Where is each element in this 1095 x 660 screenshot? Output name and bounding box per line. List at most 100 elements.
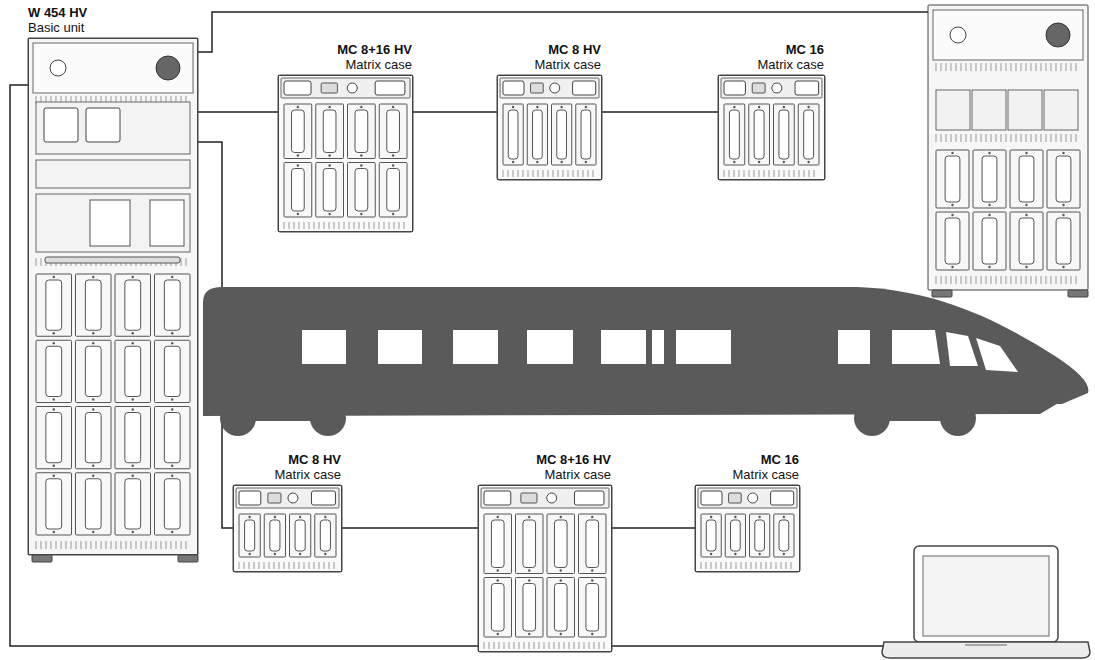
illustration-part: [302, 330, 346, 364]
vent-slot: [936, 276, 937, 284]
device-name: MC 8+16 HV: [536, 452, 611, 467]
device-name: MC 8 HV: [275, 452, 341, 467]
vent-slot: [344, 222, 345, 229]
cable-connector: [612, 527, 695, 529]
vent-slot: [936, 134, 937, 142]
case-switch: [748, 493, 758, 503]
vent-slot: [1001, 134, 1002, 142]
vent-slot: [1066, 134, 1067, 142]
matrix-case-drawing: [718, 75, 825, 180]
connector-socket: [1019, 156, 1034, 202]
connector-socket: [1019, 218, 1034, 264]
illustration-part: [946, 332, 978, 366]
connector-socket: [164, 413, 180, 463]
vent-slot: [604, 642, 605, 649]
fan: [86, 108, 120, 142]
screw: [53, 465, 55, 467]
connector-slot: [348, 104, 376, 159]
screw: [1062, 266, 1064, 268]
vent-slot: [951, 63, 952, 71]
vent-slot: [1026, 134, 1027, 142]
connector-socket: [46, 280, 62, 330]
vent-slot: [394, 222, 395, 229]
vent-slot: [971, 63, 972, 71]
vent-slot: [756, 562, 757, 569]
connector-socket: [85, 479, 101, 529]
vent-slot: [986, 134, 987, 142]
screw: [392, 154, 394, 156]
vent-slot: [171, 541, 172, 549]
vent-slot: [759, 170, 760, 177]
vent-slot: [986, 63, 987, 71]
device-type: Matrix case: [536, 467, 611, 482]
device-type: Matrix case: [535, 57, 601, 72]
screw: [951, 152, 953, 154]
vent-slot: [121, 541, 122, 549]
case-plug: [701, 491, 722, 505]
vent-slot: [774, 170, 775, 177]
vent-slot: [1056, 134, 1057, 142]
vent-slot: [936, 63, 937, 71]
connector-slot: [798, 104, 819, 165]
vent-slot: [81, 541, 82, 549]
vent-slot: [543, 170, 544, 177]
vent-slot: [593, 170, 594, 177]
illustration-part: [601, 330, 646, 364]
connector-socket: [164, 479, 180, 529]
case-top-panel: [721, 78, 822, 98]
vent-slot: [176, 541, 177, 549]
vent-slot: [574, 642, 575, 649]
connector-socket: [533, 110, 543, 159]
connector-slot: [76, 340, 112, 402]
connector-socket: [729, 110, 739, 159]
connector-socket: [706, 520, 716, 551]
screw: [132, 398, 134, 400]
connector-slot: [750, 514, 770, 557]
vent-slot: [61, 541, 62, 549]
vent-slot: [701, 562, 702, 569]
screw: [560, 161, 562, 163]
connector-socket: [85, 280, 101, 330]
vent-slot: [304, 222, 305, 229]
screw: [807, 161, 809, 163]
emergency-stop: [1046, 23, 1070, 47]
vent-slot: [583, 170, 584, 177]
connector-socket: [245, 520, 255, 551]
screw: [132, 408, 134, 410]
vent-slot: [749, 170, 750, 177]
connector-socket: [270, 520, 280, 551]
case-top-panel: [281, 78, 410, 98]
device-heading: W 454 HVBasic unit: [28, 5, 87, 35]
vent-slot: [739, 170, 740, 177]
connector-slot: [76, 407, 112, 469]
screw: [328, 213, 330, 215]
vent-slot: [986, 276, 987, 284]
screw: [53, 531, 55, 533]
connector-socket: [491, 584, 504, 632]
vent-slot: [751, 562, 752, 569]
vent-slot: [981, 276, 982, 284]
case-led: [321, 83, 337, 93]
case-switch: [347, 83, 357, 93]
vent-slot: [1006, 276, 1007, 284]
vent-slot: [1001, 276, 1002, 284]
vent-slot: [558, 170, 559, 177]
vent-slot: [96, 541, 97, 549]
connector-socket: [125, 479, 141, 529]
screw: [392, 106, 394, 108]
matrix-case-drawing: [233, 485, 342, 572]
key-switch: [50, 60, 66, 76]
illustration-part: [225, 405, 343, 421]
connector-socket: [754, 110, 764, 159]
vent-slot: [971, 276, 972, 284]
connector-socket: [46, 413, 62, 463]
vent-slot: [1061, 134, 1062, 142]
screw: [53, 398, 55, 400]
connector-slot: [1047, 150, 1080, 208]
illustration-part: [453, 330, 498, 364]
rack-panel: [33, 43, 193, 93]
case-body: [718, 75, 825, 180]
vent-slot: [1051, 276, 1052, 284]
connector-socket: [945, 156, 960, 202]
